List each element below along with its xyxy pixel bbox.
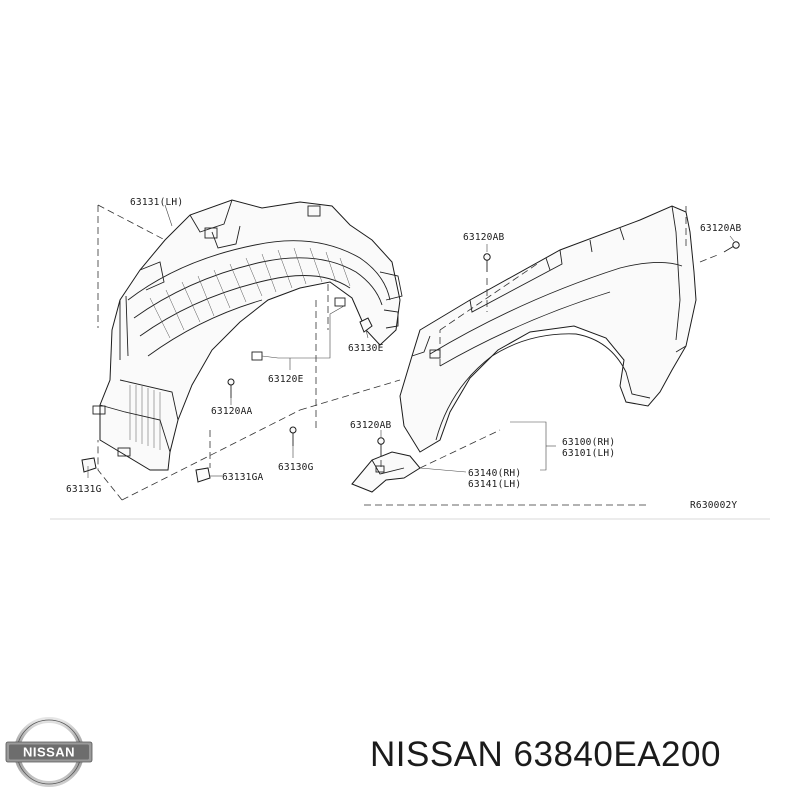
callout-63120e: 63120E	[268, 374, 304, 385]
callout-63120aa: 63120AA	[211, 406, 253, 417]
fender-leader-lines	[380, 235, 735, 473]
liner-leader-lines	[87, 204, 369, 478]
callout-63120ab-mid: 63120AB	[350, 420, 392, 431]
fender-fasteners	[377, 241, 740, 456]
part-title: NISSAN 63840EA200	[370, 735, 721, 774]
callout-63141-lh: 63141(LH)	[468, 479, 521, 490]
callout-63120ab-top: 63120AB	[463, 232, 505, 243]
callout-63140-rh: 63140(RH)	[468, 468, 521, 479]
callout-63130g: 63130G	[278, 462, 314, 473]
callout-63131-lh: 63131(LH)	[130, 197, 183, 208]
callout-63131ga: 63131GA	[222, 472, 264, 483]
logo-text: NISSAN	[23, 745, 75, 760]
fender-bracket-part	[351, 451, 421, 493]
figure-code: R630002Y	[690, 500, 737, 511]
fender-assembly-dashes	[364, 206, 721, 506]
nissan-logo: NISSAN	[5, 717, 93, 787]
liner-assembly-dashes	[97, 204, 401, 501]
callout-63100-rh: 63100(RH)	[562, 437, 615, 448]
liner-fasteners	[81, 317, 373, 483]
callout-63131g: 63131G	[66, 484, 102, 495]
callout-63120ab-right: 63120AB	[700, 223, 742, 234]
callout-63101-lh: 63101(LH)	[562, 448, 615, 459]
callout-63130e: 63130E	[348, 343, 384, 354]
front-fender-part	[399, 205, 697, 453]
fender-liner-part	[92, 199, 403, 471]
